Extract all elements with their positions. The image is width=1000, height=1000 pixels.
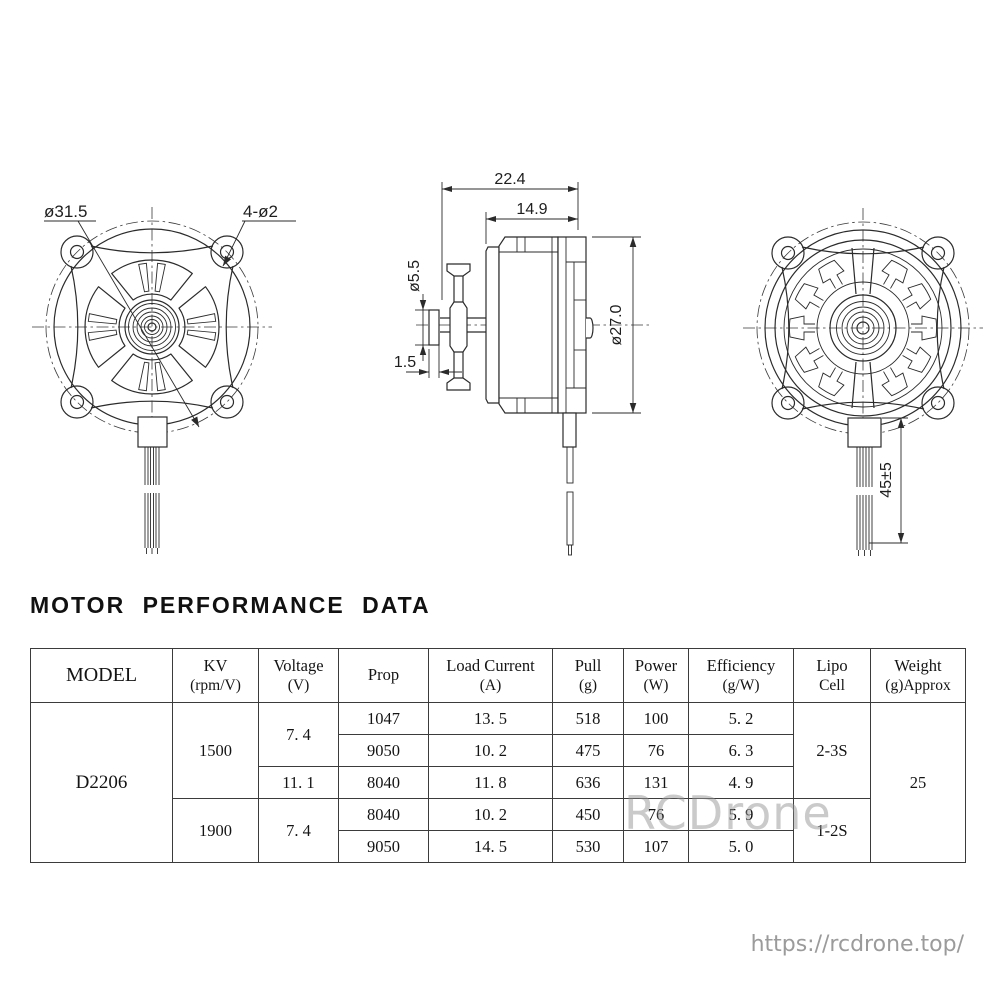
- mount-hole: [930, 245, 946, 261]
- performance-table: MODEL KV(rpm/V) Voltage(V) Prop Load Cur…: [30, 648, 966, 863]
- table-row: 9050 10. 2 475 76 6. 3: [31, 734, 966, 767]
- side-bottom-wire: [562, 412, 577, 556]
- cell-pull: 518: [552, 702, 624, 735]
- cell-kv: 1900: [172, 798, 259, 863]
- front-hub: [124, 299, 180, 355]
- front-dim-mount-diameter: ø31.5: [44, 202, 200, 428]
- cell-power: 76: [623, 734, 689, 767]
- cell-lipo: 1-2S: [793, 798, 871, 863]
- side-dim-overall-length: 22.4: [441, 171, 579, 300]
- cell-power: 100: [623, 702, 689, 735]
- cell-voltage: 11. 1: [258, 766, 339, 799]
- mount-hole: [780, 395, 796, 411]
- cell-load: 13. 5: [428, 702, 553, 735]
- mount-hole: [780, 245, 796, 261]
- cell-load: 14. 5: [428, 830, 553, 863]
- cell-efficiency: 5. 0: [688, 830, 794, 863]
- technical-drawings: ø31.5 4-ø2: [32, 171, 983, 556]
- body-length-label: 14.9: [516, 201, 547, 218]
- watermark-url: https://rcdrone.top/: [750, 932, 964, 957]
- side-view: 22.4 14.9 ø5.5: [394, 171, 650, 556]
- front-view-centerlines: [32, 207, 272, 447]
- shaft-clip: [586, 317, 594, 339]
- mount-hole: [219, 394, 235, 410]
- side-motor-body: [485, 236, 594, 414]
- front-dim-mount-holes: 4-ø2: [222, 202, 296, 267]
- cell-voltage: 7. 4: [258, 702, 339, 767]
- rear-dim-wire-length: 45±5: [869, 417, 908, 544]
- shaft-diameter-label: ø5.5: [406, 260, 423, 292]
- mount-diameter-label: ø31.5: [44, 202, 87, 221]
- cell-efficiency: 6. 3: [688, 734, 794, 767]
- shaft-step-label: 1.5: [394, 354, 416, 371]
- header-efficiency: Efficiency(g/W): [688, 648, 794, 703]
- mount-hole: [69, 394, 85, 410]
- cell-prop: 9050: [338, 830, 429, 863]
- wire-length-label: 45±5: [878, 462, 895, 498]
- cell-pull: 636: [552, 766, 624, 799]
- overall-length-label: 22.4: [494, 171, 525, 188]
- rear-bell: [774, 239, 952, 417]
- cell-load: 10. 2: [428, 734, 553, 767]
- table-row: D2206 1500 7. 4 1047 13. 5 518 100 5. 2 …: [30, 702, 966, 863]
- side-prop-adapter: [446, 263, 471, 391]
- header-row: MODEL KV(rpm/V) Voltage(V) Prop Load Cur…: [30, 648, 966, 703]
- side-dim-body-diameter: ø27.0: [592, 236, 641, 414]
- cell-prop: 8040: [338, 766, 429, 799]
- watermark-text: RCDrone: [624, 786, 832, 840]
- rear-hub: [816, 281, 910, 375]
- side-dim-shaft-diameter: ø5.5: [406, 260, 431, 361]
- cell-power: 131: [623, 766, 689, 799]
- cell-lipo: 2-3S: [793, 702, 871, 799]
- header-load-current: Load Current(A): [428, 648, 553, 703]
- header-weight: Weight(g)Approx: [870, 648, 966, 703]
- cell-pull: 530: [552, 830, 624, 863]
- cell-pull: 475: [552, 734, 624, 767]
- rear-wires: [847, 417, 882, 556]
- cell-model: D2206: [30, 702, 173, 863]
- cell-voltage: 7. 4: [258, 798, 339, 863]
- rear-mount-plate: [771, 236, 955, 420]
- cell-prop: 1047: [338, 702, 429, 735]
- header-pull: Pull(g): [552, 648, 624, 703]
- cell-load: 10. 2: [428, 798, 553, 831]
- rear-view: 45±5: [743, 208, 983, 556]
- header-power: Power(W): [623, 648, 689, 703]
- page-title: MOTOR PERFORMANCE DATA: [30, 592, 431, 618]
- table-row: 11. 1 8040 11. 8 636 131 4. 9: [31, 766, 966, 799]
- cell-prop: 8040: [338, 798, 429, 831]
- cell-prop: 9050: [338, 734, 429, 767]
- header-voltage: Voltage(V): [258, 648, 339, 703]
- header-model: MODEL: [30, 648, 173, 703]
- header-kv: KV(rpm/V): [172, 648, 259, 703]
- mount-holes-label: 4-ø2: [243, 202, 278, 221]
- front-mount-plate: [60, 235, 244, 419]
- rear-view-centerlines: [743, 208, 983, 448]
- body-diameter-label: ø27.0: [608, 304, 625, 345]
- side-dim-shaft-step: 1.5: [394, 336, 462, 378]
- cell-efficiency: 4. 9: [688, 766, 794, 799]
- cell-load: 11. 8: [428, 766, 553, 799]
- mount-hole: [69, 244, 85, 260]
- front-view: ø31.5 4-ø2: [32, 202, 296, 554]
- mount-hole: [930, 395, 946, 411]
- cell-kv: 1500: [172, 702, 259, 799]
- front-wires: [137, 416, 168, 554]
- table-row: 9050 14. 5 530 107 5. 0: [31, 830, 966, 863]
- cell-efficiency: 5. 2: [688, 702, 794, 735]
- header-prop: Prop: [338, 648, 429, 703]
- cell-power: 107: [623, 830, 689, 863]
- cell-weight: 25: [870, 702, 966, 863]
- cell-pull: 450: [552, 798, 624, 831]
- side-dim-body-length: 14.9: [485, 201, 578, 244]
